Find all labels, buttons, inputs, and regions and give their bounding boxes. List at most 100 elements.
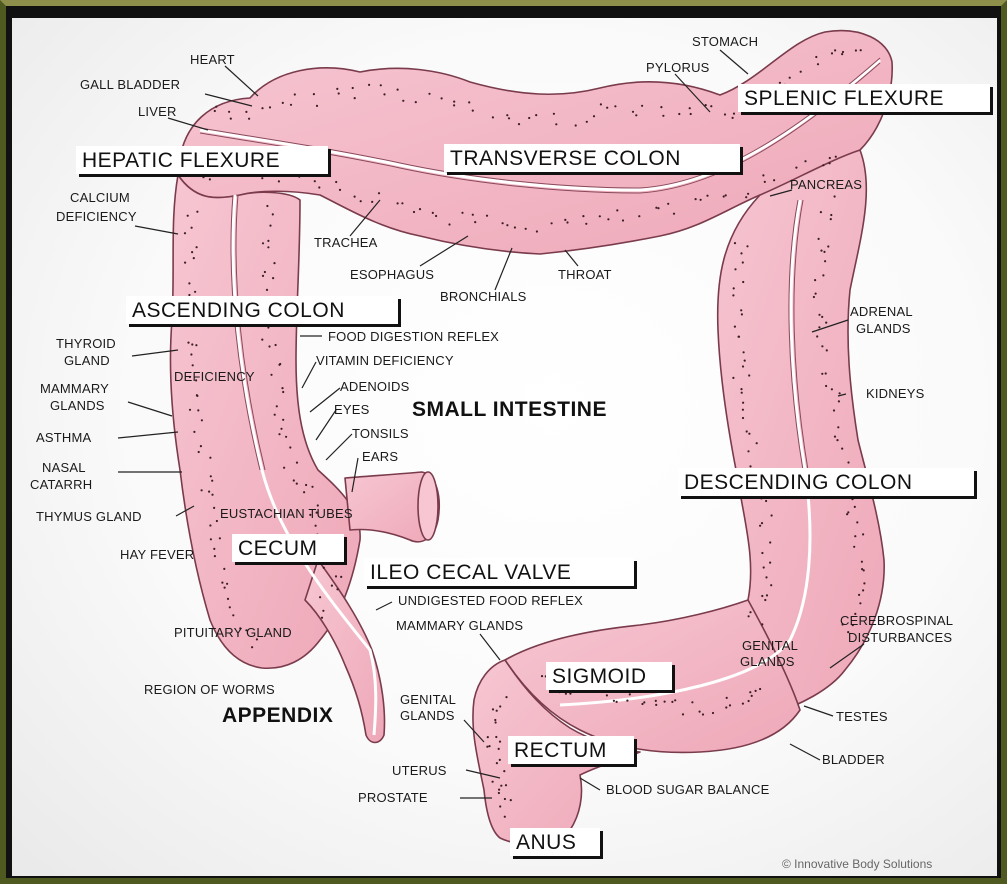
haustra-dot — [492, 116, 494, 118]
haustra-dot — [315, 525, 317, 527]
haustra-dot — [321, 617, 323, 619]
haustra-dot — [352, 87, 354, 89]
section-label-rectum: RECTUM — [508, 736, 637, 767]
haustra-dot — [336, 88, 338, 90]
haustra-dot — [821, 373, 823, 375]
haustra-dot — [496, 710, 498, 712]
haustra-dot — [192, 364, 194, 366]
haustra-dot — [290, 104, 292, 106]
section-label-sigmoid: SIGMOID — [546, 662, 675, 693]
haustra-dot — [745, 196, 747, 198]
label-pituitary: PITUITARY GLAND — [174, 625, 292, 640]
haustra-dot — [638, 215, 640, 217]
haustra-dot — [272, 277, 274, 279]
haustra-dot — [505, 696, 507, 698]
label-kidneys: KIDNEYS — [866, 386, 925, 401]
haustra-dot — [184, 262, 186, 264]
haustra-dot — [841, 53, 843, 55]
haustra-dot — [268, 345, 270, 347]
haustra-dot — [419, 208, 421, 210]
haustra-dot — [748, 433, 750, 435]
haustra-dot — [472, 110, 474, 112]
haustra-dot — [506, 114, 508, 116]
haustra-dot — [272, 213, 274, 215]
haustra-dot — [762, 174, 764, 176]
haustra-dot — [383, 93, 385, 95]
haustra-dot — [834, 195, 836, 197]
haustra-dot — [860, 49, 862, 51]
haustra-dot — [380, 84, 382, 86]
haustra-dot — [695, 198, 697, 200]
haustra-dot — [541, 675, 543, 677]
haustra-dot — [842, 51, 844, 53]
haustra-dot — [691, 701, 693, 703]
label-small-intestine: SMALL INTESTINE — [412, 398, 607, 421]
haustra-dot — [566, 221, 568, 223]
haustra-dot — [746, 430, 748, 432]
haustra-dot — [551, 222, 553, 224]
haustra-dot — [748, 615, 750, 617]
label-testes: TESTES — [836, 709, 888, 724]
haustra-dot — [825, 372, 827, 374]
haustra-dot — [278, 180, 280, 182]
haustra-dot — [525, 228, 527, 230]
haustra-dot — [606, 107, 608, 109]
haustra-dot — [318, 186, 320, 188]
haustra-dot — [401, 202, 403, 204]
haustra-dot — [188, 294, 190, 296]
haustra-dot — [813, 296, 815, 298]
haustra-dot — [191, 343, 193, 345]
haustra-dot — [667, 203, 669, 205]
haustra-dot — [213, 548, 215, 550]
haustra-dot — [606, 694, 608, 696]
label-undigested: UNDIGESTED FOOD REFLEX — [398, 593, 583, 608]
haustra-dot — [413, 211, 415, 213]
haustra-dot — [486, 215, 488, 217]
haustra-dot — [499, 705, 501, 707]
haustra-dot — [311, 486, 313, 488]
haustra-dot — [575, 124, 577, 126]
haustra-dot — [738, 336, 740, 338]
label-mammary-glands: MAMMARY GLANDS — [396, 618, 523, 633]
haustra-dot — [655, 207, 657, 209]
haustra-dot — [853, 546, 855, 548]
haustra-dot — [671, 701, 673, 703]
haustra-dot — [700, 199, 702, 201]
label-mammary-2: GLANDS — [50, 398, 105, 413]
haustra-dot — [822, 164, 824, 166]
haustra-dot — [829, 162, 831, 164]
haustra-dot — [504, 816, 506, 818]
haustra-dot — [635, 114, 637, 116]
haustra-dot — [740, 309, 742, 311]
haustra-dot — [262, 275, 264, 277]
haustra-dot — [607, 218, 609, 220]
haustra-dot — [232, 614, 234, 616]
haustra-dot — [266, 205, 268, 207]
haustra-dot — [855, 49, 857, 51]
label-food-digestion: FOOD DIGESTION REFLEX — [328, 329, 499, 344]
haustra-dot — [744, 360, 746, 362]
haustra-dot — [742, 703, 744, 705]
haustra-dot — [742, 365, 744, 367]
haustra-dot — [759, 688, 761, 690]
haustra-dot — [733, 113, 735, 115]
haustra-dot — [725, 706, 727, 708]
haustra-dot — [854, 506, 856, 508]
label-adenoids: ADENOIDS — [340, 379, 410, 394]
haustra-dot — [564, 219, 566, 221]
haustra-dot — [765, 576, 767, 578]
haustra-dot — [500, 785, 502, 787]
haustra-dot — [227, 598, 229, 600]
haustra-dot — [641, 703, 643, 705]
haustra-dot — [261, 177, 263, 179]
label-hay-fever: HAY FEVER — [120, 547, 194, 562]
haustra-dot — [338, 92, 340, 94]
haustra-dot — [322, 610, 324, 612]
haustra-dot — [435, 215, 437, 217]
section-label-text: ANUS — [516, 831, 576, 854]
haustra-dot — [201, 419, 203, 421]
haustra-dot — [340, 576, 342, 578]
label-mammary-1: MAMMARY — [40, 381, 109, 396]
haustra-dot — [492, 781, 494, 783]
label-trachea: TRACHEA — [314, 235, 378, 250]
